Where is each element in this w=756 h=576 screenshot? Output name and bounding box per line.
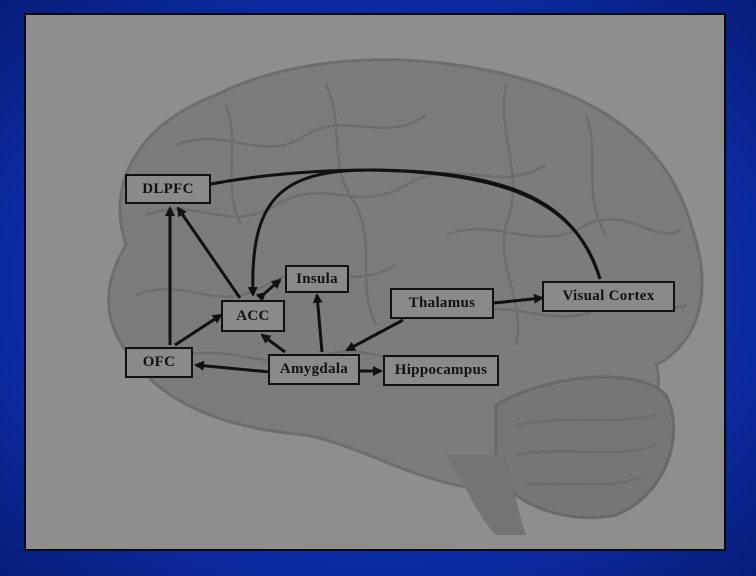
arrow-thalamus-to-visual-cortex: [494, 298, 542, 303]
arrow-acc-to-dlpfc: [178, 208, 240, 298]
arrow-thalamus-to-amygdala: [347, 320, 403, 350]
node-ofc: OFC: [125, 347, 193, 378]
arrow-amygdala-to-ofc: [196, 365, 270, 372]
node-acc: ACC: [221, 300, 285, 332]
arrow-amygdala-to-insula: [317, 295, 322, 352]
node-thalamus: Thalamus: [390, 288, 494, 319]
node-dlpfc: DLPFC: [125, 174, 211, 204]
node-visual-cortex: Visual Cortex: [542, 281, 675, 312]
arrow-ofc-to-acc: [175, 315, 221, 345]
node-amygdala: Amygdala: [268, 354, 360, 385]
node-hippocampus: Hippocampus: [383, 355, 499, 386]
node-insula: Insula: [285, 265, 349, 293]
arrow-amygdala-to-acc: [262, 335, 285, 352]
arrow-acc-insula: [265, 280, 280, 293]
